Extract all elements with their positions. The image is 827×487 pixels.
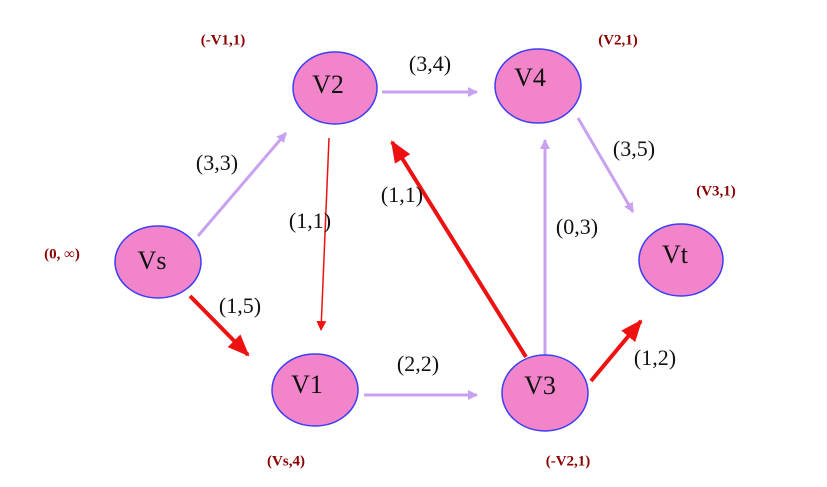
node-v3[interactable]: V3 [501, 354, 589, 432]
mark-v4: (V2,1) [598, 32, 638, 48]
node-vs-label: Vs [138, 246, 167, 275]
node-v4-label: V4 [514, 63, 546, 92]
node-v1-shape [271, 353, 359, 427]
edge-label-v3-v2: (1,1) [381, 182, 423, 207]
node-v2-shape [292, 51, 378, 125]
node-v2-label: V2 [312, 70, 344, 99]
edges [188, 87, 643, 400]
edge-v4-vt [576, 117, 635, 213]
mark-v2: (-V1,1) [201, 32, 246, 48]
node-v2[interactable]: V2 [292, 51, 378, 125]
edge-vs-v1 [188, 294, 250, 357]
node-v3-shape [501, 354, 589, 432]
edge-label-v2-v1: (1,1) [289, 208, 331, 233]
node-vt-shape [638, 223, 724, 297]
node-v1-label: V1 [291, 370, 323, 399]
edge-v3-v2 [390, 140, 528, 359]
mark-v1: (Vs,4) [267, 453, 305, 469]
edge-label-vs-v1: (1,5) [219, 293, 261, 318]
mark-vs: (0, ∞) [44, 246, 80, 262]
edge-label-v1-v3: (2,2) [397, 351, 439, 376]
node-vt[interactable]: Vt [638, 223, 724, 297]
node-v4-shape [494, 48, 582, 124]
node-v1[interactable]: V1 [271, 353, 359, 427]
edge-vs-v2 [196, 132, 288, 237]
edge-v2-v1 [316, 137, 330, 331]
node-vs-shape [114, 225, 202, 299]
node-v4[interactable]: V4 [494, 48, 582, 124]
node-vt-label: Vt [662, 240, 689, 269]
node-v3-label: V3 [524, 371, 556, 400]
mark-vt: (V3,1) [696, 183, 736, 199]
node-marks: (0, ∞) (-V1,1) (V2,1) (V3,1) (Vs,4) (-V2… [44, 32, 736, 469]
nodes: Vs V2 V4 Vt V1 V3 [114, 48, 724, 432]
mark-v3: (-V2,1) [546, 453, 591, 469]
edge-label-v3-v4: (0,3) [556, 214, 598, 239]
node-vs[interactable]: Vs [114, 225, 202, 299]
edge-label-v4-vt: (3,5) [613, 136, 655, 161]
edge-v3-vt [589, 319, 643, 383]
edge-label-v2-v4: (3,4) [409, 51, 451, 76]
edge-label-v3-vt: (1,2) [634, 345, 676, 370]
edge-labels: (3,3) (1,5) (3,4) (1,1) (1,1) (3,5) (0,3… [196, 51, 676, 376]
edge-label-vs-v2: (3,3) [196, 150, 238, 175]
